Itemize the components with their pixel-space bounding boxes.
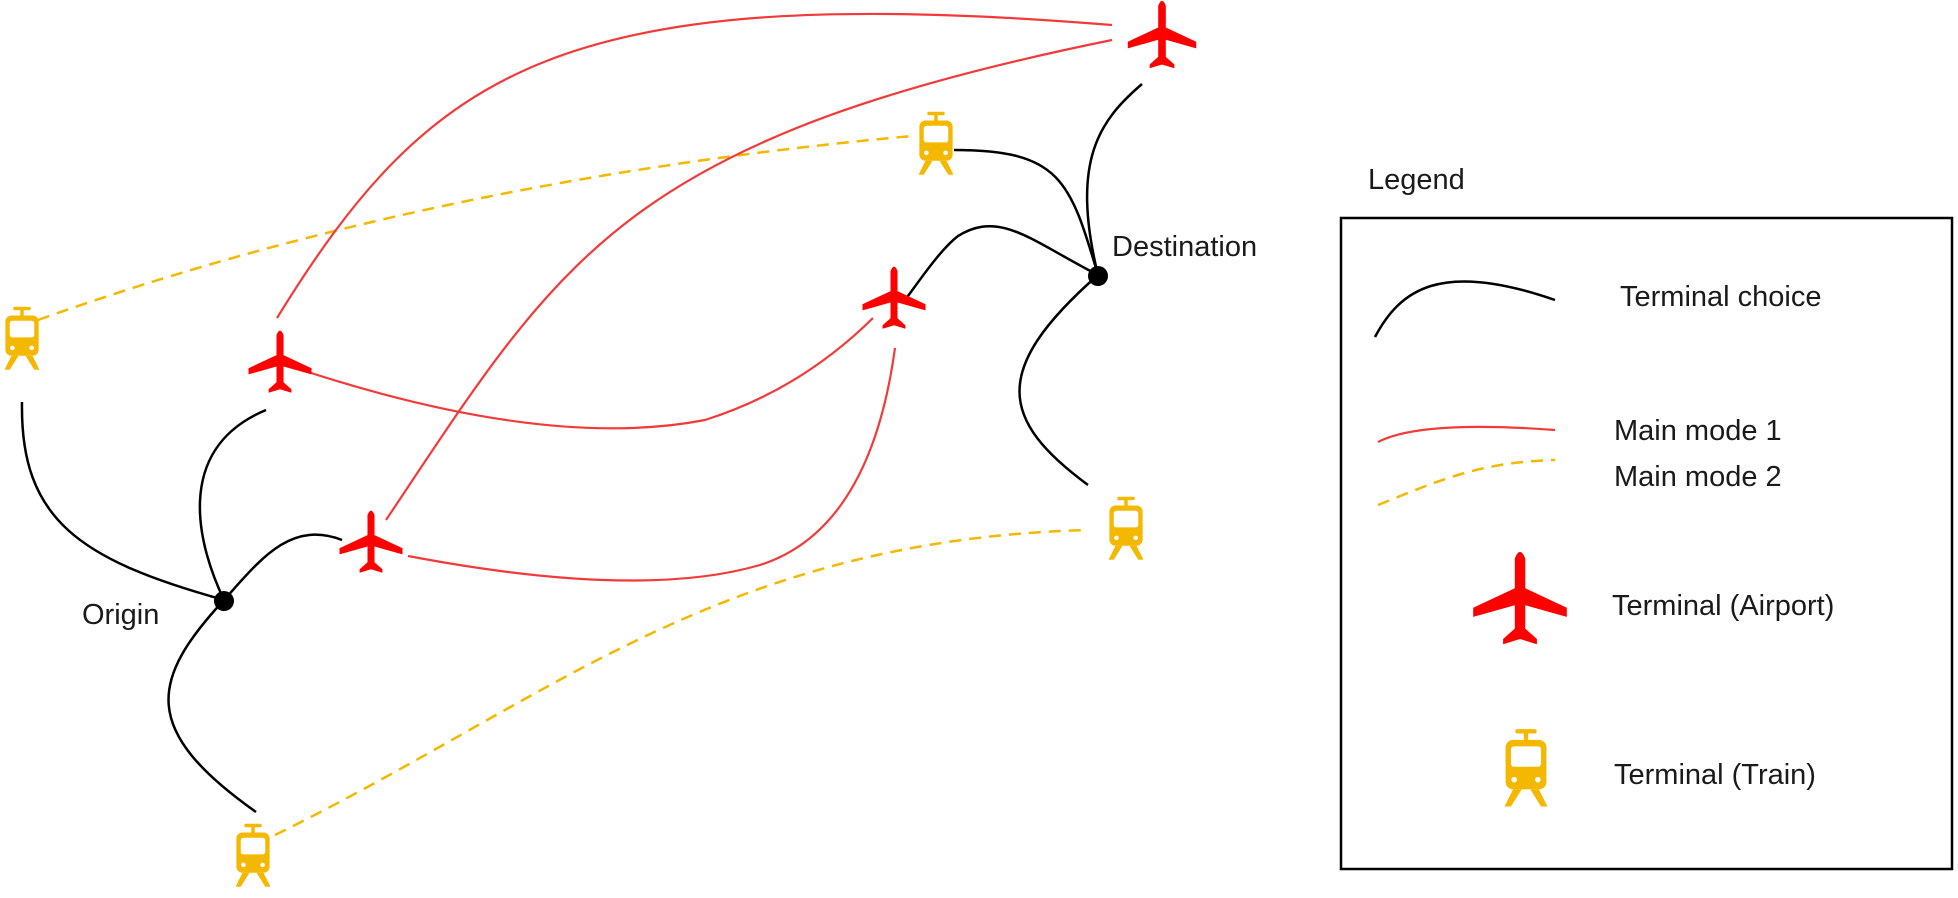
legend-terminal-choice-label: Terminal choice (1620, 281, 1821, 313)
main-mode-2-links (37, 134, 1089, 837)
train-icon (918, 111, 954, 175)
link-origin-to-train-left (20, 401, 225, 602)
legend-terminal-train-label: Terminal (Train) (1614, 759, 1816, 791)
legend-main-mode-2-label: Main mode 2 (1614, 461, 1782, 493)
destination-label: Destination (1112, 231, 1257, 263)
link-destination-to-airport-mid (903, 225, 1099, 301)
link-origin-to-train-bottom (167, 599, 257, 814)
legend-main-mode-1-label: Main mode 1 (1614, 415, 1782, 447)
link-airport-b-to-airport-top (385, 38, 1113, 521)
destination-node (1088, 266, 1108, 286)
train-icon (4, 306, 40, 370)
link-origin-to-airport-b (223, 533, 343, 601)
origin-node (214, 591, 234, 611)
airplane-icon (248, 330, 312, 393)
legend-box (1339, 216, 1954, 871)
main-mode-1-links (276, 12, 1113, 582)
link-airport-b-to-airport-mid (407, 347, 897, 582)
airplane-icon (339, 510, 403, 573)
link-origin-to-airport-a (198, 408, 267, 601)
legend-terminal-airport-label: Terminal (Airport) (1612, 590, 1834, 622)
train-icon (1108, 496, 1144, 560)
link-destination-to-train-top (953, 148, 1100, 276)
airplane-icon (1473, 551, 1567, 645)
link-destination-to-train-right (1018, 274, 1099, 487)
link-train-left-to-train-top (37, 134, 913, 322)
legend-main-mode-2-line (1377, 458, 1556, 507)
link-destination-to-airport-top (1085, 83, 1143, 276)
origin-label: Origin (82, 599, 159, 631)
link-airport-a-to-airport-mid (307, 317, 874, 430)
link-train-bottom-to-train-right (274, 528, 1089, 837)
train-icon (1504, 729, 1548, 807)
legend-terminal-choice-line (1373, 280, 1556, 338)
legend-main-mode-1-line (1377, 425, 1556, 443)
airplane-icon (1127, 0, 1197, 69)
legend: Legend Terminal choice Main mode 1 Main … (1339, 164, 1954, 871)
legend-title: Legend (1368, 164, 1465, 196)
train-icon (235, 823, 271, 887)
link-airport-a-to-airport-top (276, 12, 1113, 319)
terminal-choice-links (20, 83, 1143, 814)
